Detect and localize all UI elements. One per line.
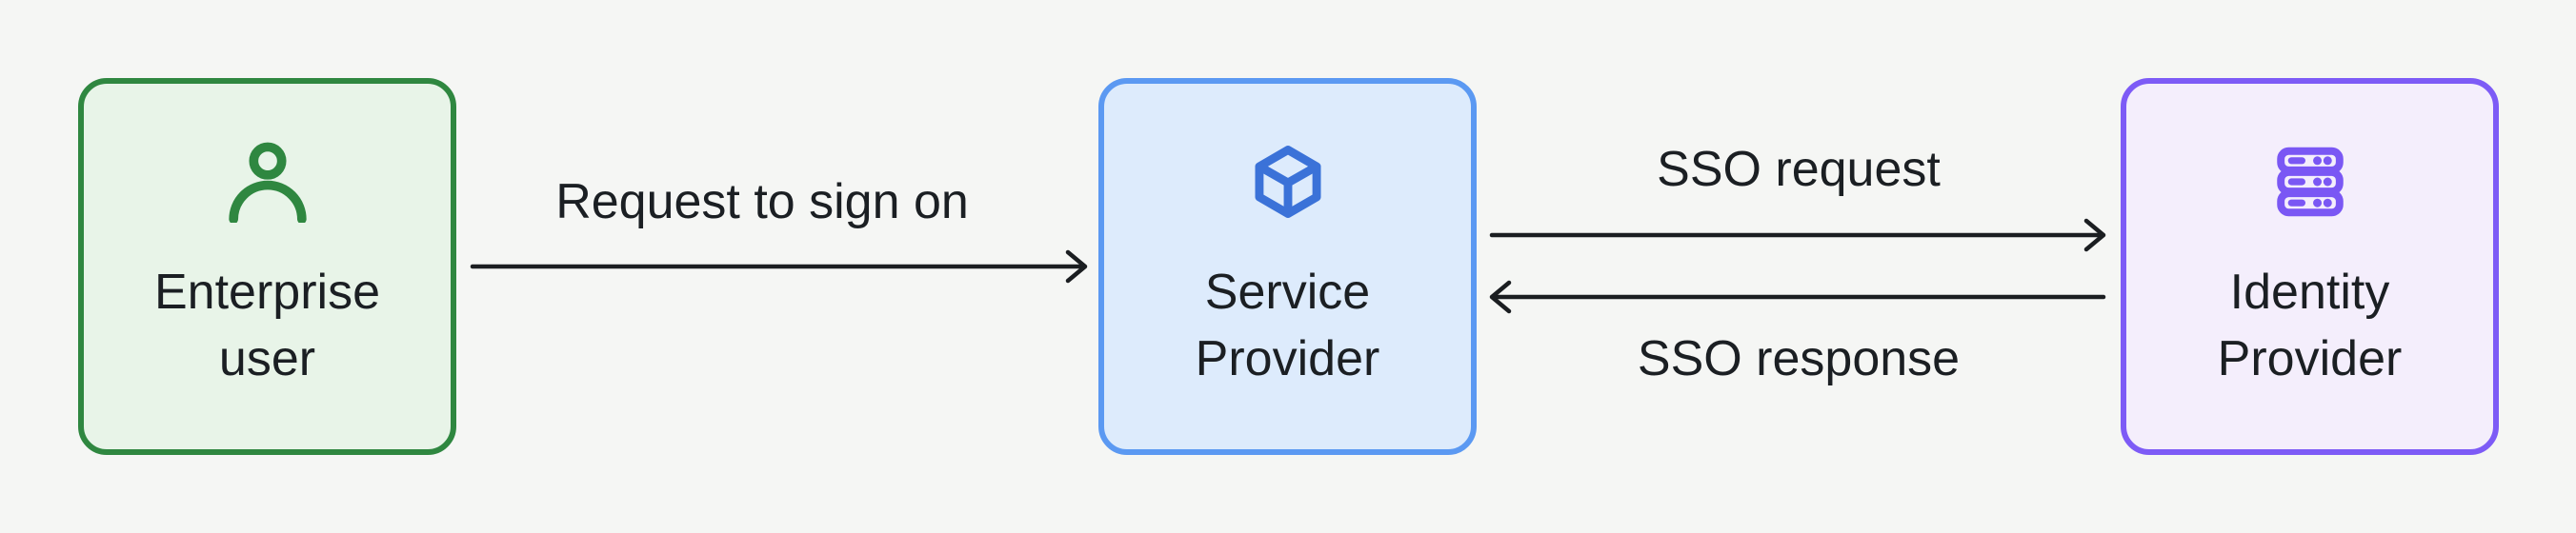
node-enterprise-user: Enterprise user (78, 78, 456, 455)
edge-label-sso-response: SSO response (1637, 331, 1961, 386)
arrow-request-to-sign-on (470, 249, 1088, 284)
cube-icon (1254, 146, 1321, 218)
user-icon (228, 142, 307, 223)
edge-label-sso-request: SSO request (1657, 142, 1941, 197)
node-service-provider: Service Provider (1098, 78, 1477, 455)
server-icon (2276, 147, 2344, 217)
node-identity-provider: Identity Provider (2121, 78, 2499, 455)
arrow-sso-response (1489, 280, 2106, 314)
node-label-identity-provider: Identity Provider (2217, 265, 2403, 386)
edge-label-request-to-sign-on: Request to sign on (555, 174, 969, 229)
arrow-sso-request (1489, 218, 2106, 252)
node-label-service-provider: Service Provider (1195, 265, 1380, 386)
node-label-enterprise-user: Enterprise user (154, 265, 380, 386)
